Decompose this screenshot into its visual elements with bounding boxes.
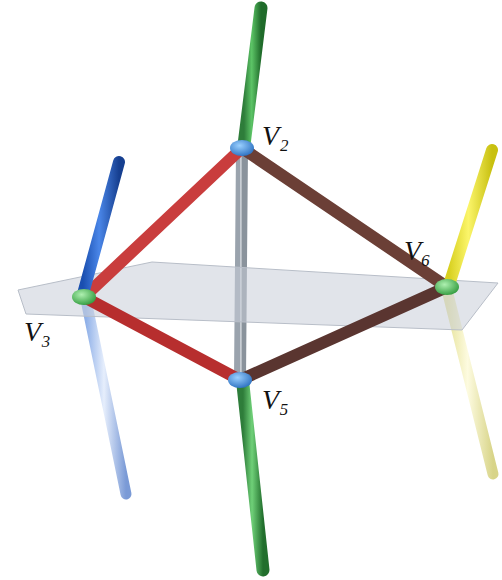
vertex-label: V₅	[262, 386, 289, 414]
vertex-ball	[228, 372, 252, 388]
rod	[449, 150, 492, 285]
vertex-ball	[72, 289, 96, 305]
edge-rod	[240, 287, 447, 380]
vertex-label: V₂	[262, 122, 289, 150]
rod	[240, 150, 242, 378]
rod	[244, 8, 261, 145]
edge-rod	[84, 148, 242, 297]
vertex-ball	[435, 279, 459, 295]
edge-rod	[84, 297, 240, 380]
rod	[83, 162, 119, 294]
vertex-label: V₃	[24, 318, 51, 346]
vertex-label: V₆	[404, 237, 431, 265]
rod	[86, 300, 126, 494]
edge-rod	[242, 148, 447, 287]
rod	[243, 385, 263, 570]
vertex-ball	[230, 140, 254, 156]
